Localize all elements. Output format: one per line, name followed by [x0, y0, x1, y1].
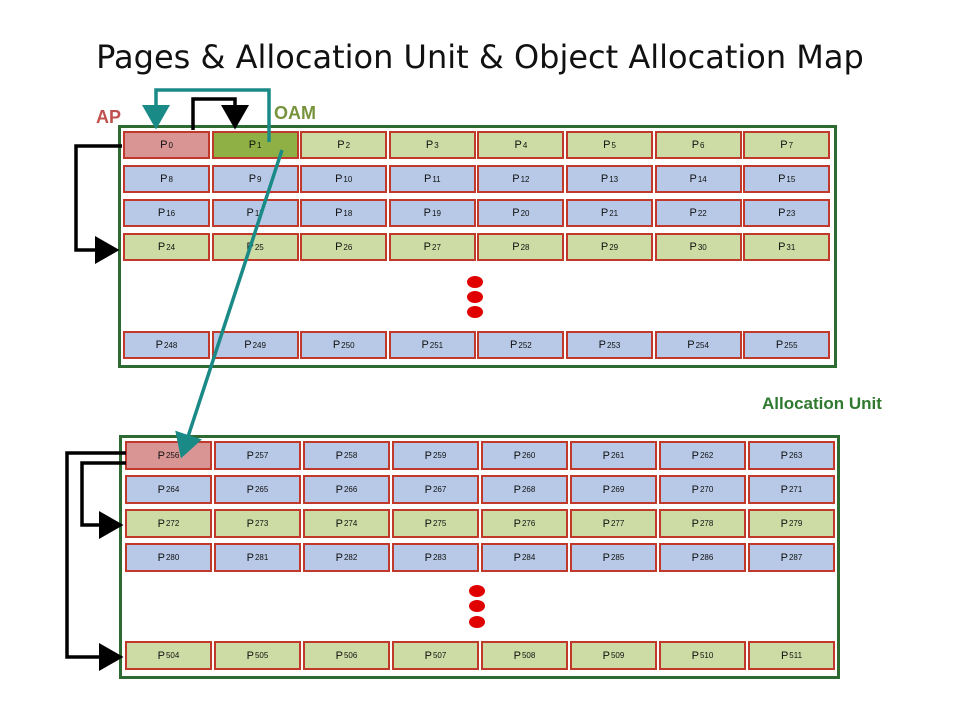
- ap-label: AP: [96, 107, 122, 127]
- oam-label: OAM: [274, 103, 316, 123]
- ap-chain-arrow-3: [65, 451, 126, 671]
- page-title: Pages & Allocation Unit & Object Allocat…: [96, 38, 864, 76]
- allocation-unit-label: Allocation Unit: [762, 394, 882, 413]
- ap-chain-arrow-1: [74, 144, 122, 264]
